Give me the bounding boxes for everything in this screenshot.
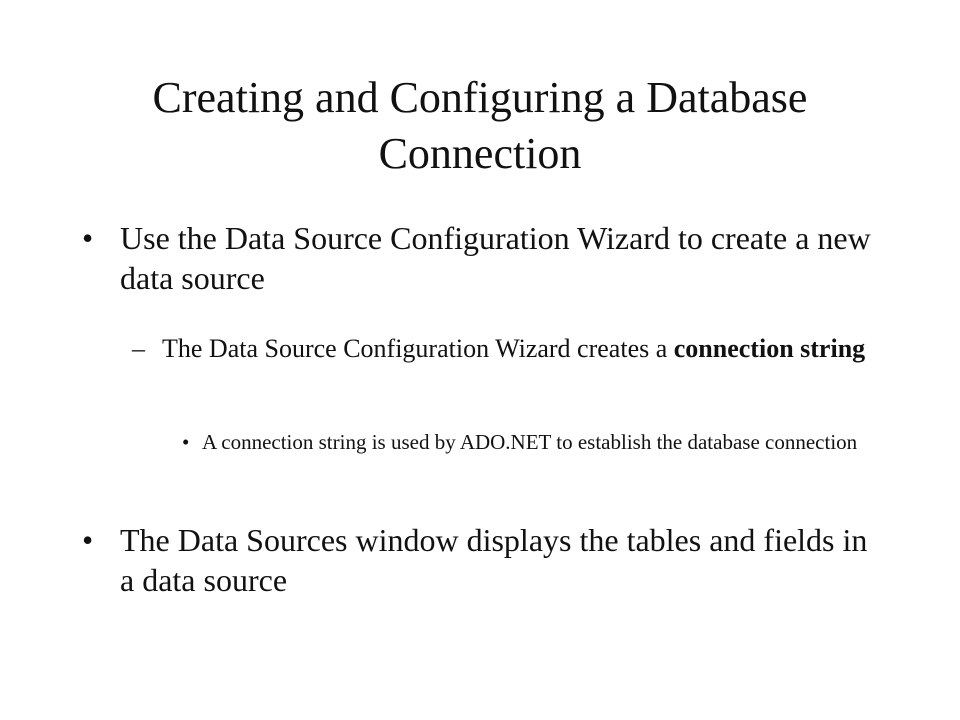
bullet-marker: • [182, 430, 190, 454]
slide-title: Creating and Configuring a Database Conn… [152, 73, 808, 178]
bullet-level1-item: • The Data Sources window displays the t… [82, 520, 880, 600]
bullet-dash-marker: – [132, 334, 145, 363]
bullet-text: A connection string is used by ADO.NET t… [202, 430, 858, 454]
bullet-bold-text: connection string [673, 334, 866, 363]
bullet-text: Use the Data Source Configuration Wizard… [120, 220, 871, 296]
bullet-text: The Data Sources window displays the tab… [120, 522, 868, 598]
bullet-marker: • [82, 522, 94, 558]
bullet-marker: • [82, 220, 94, 256]
bullet-text: The Data Source Configuration Wizard cre… [162, 334, 674, 363]
bullet-level2-item: – The Data Source Configuration Wizard c… [132, 332, 902, 366]
bullet-level3-item: • A connection string is used by ADO.NET… [182, 428, 862, 457]
bullet-level1-item: • Use the Data Source Configuration Wiza… [82, 218, 880, 298]
